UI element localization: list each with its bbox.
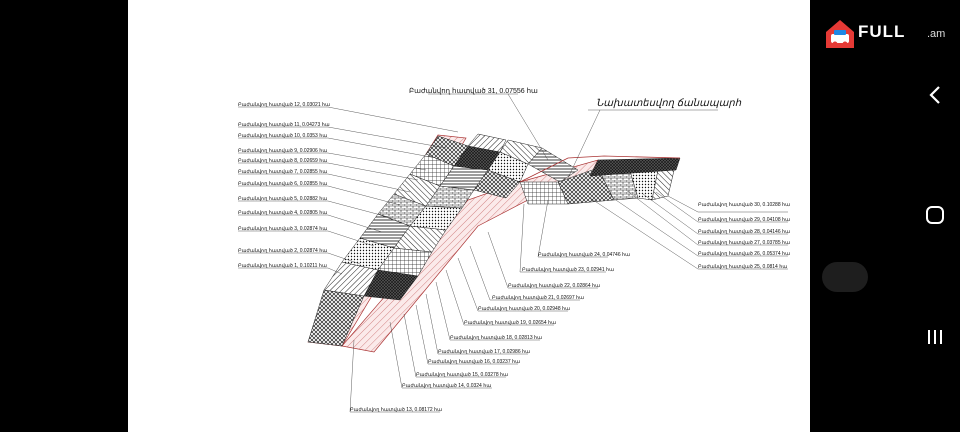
- parcel-label: Բաժանվող հատված 4, 0.02805 հա: [238, 210, 327, 216]
- parcel-label: Բաժանվող հատված 1, 0.10211 հա: [238, 263, 327, 269]
- parcel: [527, 147, 579, 183]
- parcel-label: Բաժանվող հատված 25, 0.0814 հա: [698, 264, 787, 270]
- document-page: Բաժանվող հատված 31, 0.07556 հա Նախատեսվո…: [128, 0, 810, 432]
- recents-button[interactable]: [918, 320, 952, 354]
- parcel-label: Բաժանվող հատված 20, 0.02948 հա: [478, 306, 570, 312]
- parcel-label: Բաժանվող հատված 2, 0.02874 հա: [238, 248, 327, 254]
- ghost-button: [822, 262, 868, 292]
- parcel-label: Բաժանվող հատված 30, 0.10288 հա: [698, 202, 790, 208]
- parcel-label: Բաժանվող հատված 22, 0.02864 հա: [508, 283, 600, 289]
- parcel-label: Բաժանվող հատված 11, 0.04273 հա: [238, 122, 330, 128]
- circle-home-icon: [926, 206, 944, 224]
- parcel: [589, 157, 681, 177]
- parcel-label: Բաժանվող հատված 28, 0.04146 հա: [698, 229, 790, 235]
- parcel-label: Բաժանվող հատված 7, 0.02855 հա: [238, 169, 327, 175]
- parcel-label: Բաժանվող հատված 16, 0.03237 հա: [428, 359, 520, 365]
- parcel-label: Բաժանվող հատված 29, 0.04108 հա: [698, 217, 790, 223]
- recents-bars-icon: [928, 330, 942, 344]
- parcel-label: Բաժանվող հատված 13, 0.08172 հա: [350, 407, 442, 413]
- parcel-label: Բաժանվող հատված 21, 0.02697 հա: [492, 295, 584, 301]
- parcel-label: Բաժանվող հատված 24, 0.04746 հա: [538, 252, 630, 258]
- cadastral-drawing: Բաժանվող հատված 31, 0.07556 հա Նախատեսվո…: [238, 87, 790, 413]
- parcel-label: Բաժանվող հատված 18, 0.02813 հա: [450, 335, 542, 341]
- parcel-label: Բաժանվող հատված 8, 0.02659 հա: [238, 158, 327, 164]
- logo-icon: [826, 20, 854, 48]
- brand-name: FULL: [858, 22, 906, 41]
- parcel-label: Բաժանվող հատված 3, 0.02874 հա: [238, 226, 327, 232]
- parcel-label: Բաժանվող հատված 12, 0.03021 հա: [238, 102, 330, 108]
- parcel: [467, 133, 507, 153]
- parcel-label: Բաժանվող հատված 5, 0.02882 հա: [238, 196, 327, 202]
- parcel-label: Բաժանվող հատված 6, 0.02855 հա: [238, 181, 327, 187]
- parcel-label: Բաժանվող հատված 17, 0.02986 հա: [438, 349, 530, 355]
- parcel-label: Բաժանվող հատված 19, 0.02654 հա: [464, 320, 556, 326]
- parcel-label: Բաժանվող հատված 15, 0.03278 հա: [416, 372, 508, 378]
- road-label: Նախատեսվող ճանապարհ: [596, 98, 742, 109]
- parcel-label: Բաժանվող հատված 23, 0.02941 հա: [522, 267, 614, 273]
- parcel-label: Բաժանվող հատված 10, 0.0353 հա: [238, 133, 327, 139]
- parcel-label: Բաժանվող հատված 14, 0.0324 հա: [402, 383, 491, 389]
- chevron-left-icon: [929, 86, 940, 104]
- top-parcel-label: Բաժանվող հատված 31, 0.07556 հա: [409, 87, 538, 95]
- brand-domain: .am: [927, 28, 946, 40]
- home-button[interactable]: [918, 198, 952, 232]
- parcel-label: Բաժանվող հատված 9, 0.02906 հա: [238, 148, 327, 154]
- back-button[interactable]: [918, 78, 952, 112]
- brand-logo: [822, 16, 960, 52]
- parcel-label: Բաժանվող հատված 27, 0.03785 հա: [698, 240, 790, 246]
- parcel-label: Բաժանվող հատված 26, 0.05374 հա: [698, 251, 790, 257]
